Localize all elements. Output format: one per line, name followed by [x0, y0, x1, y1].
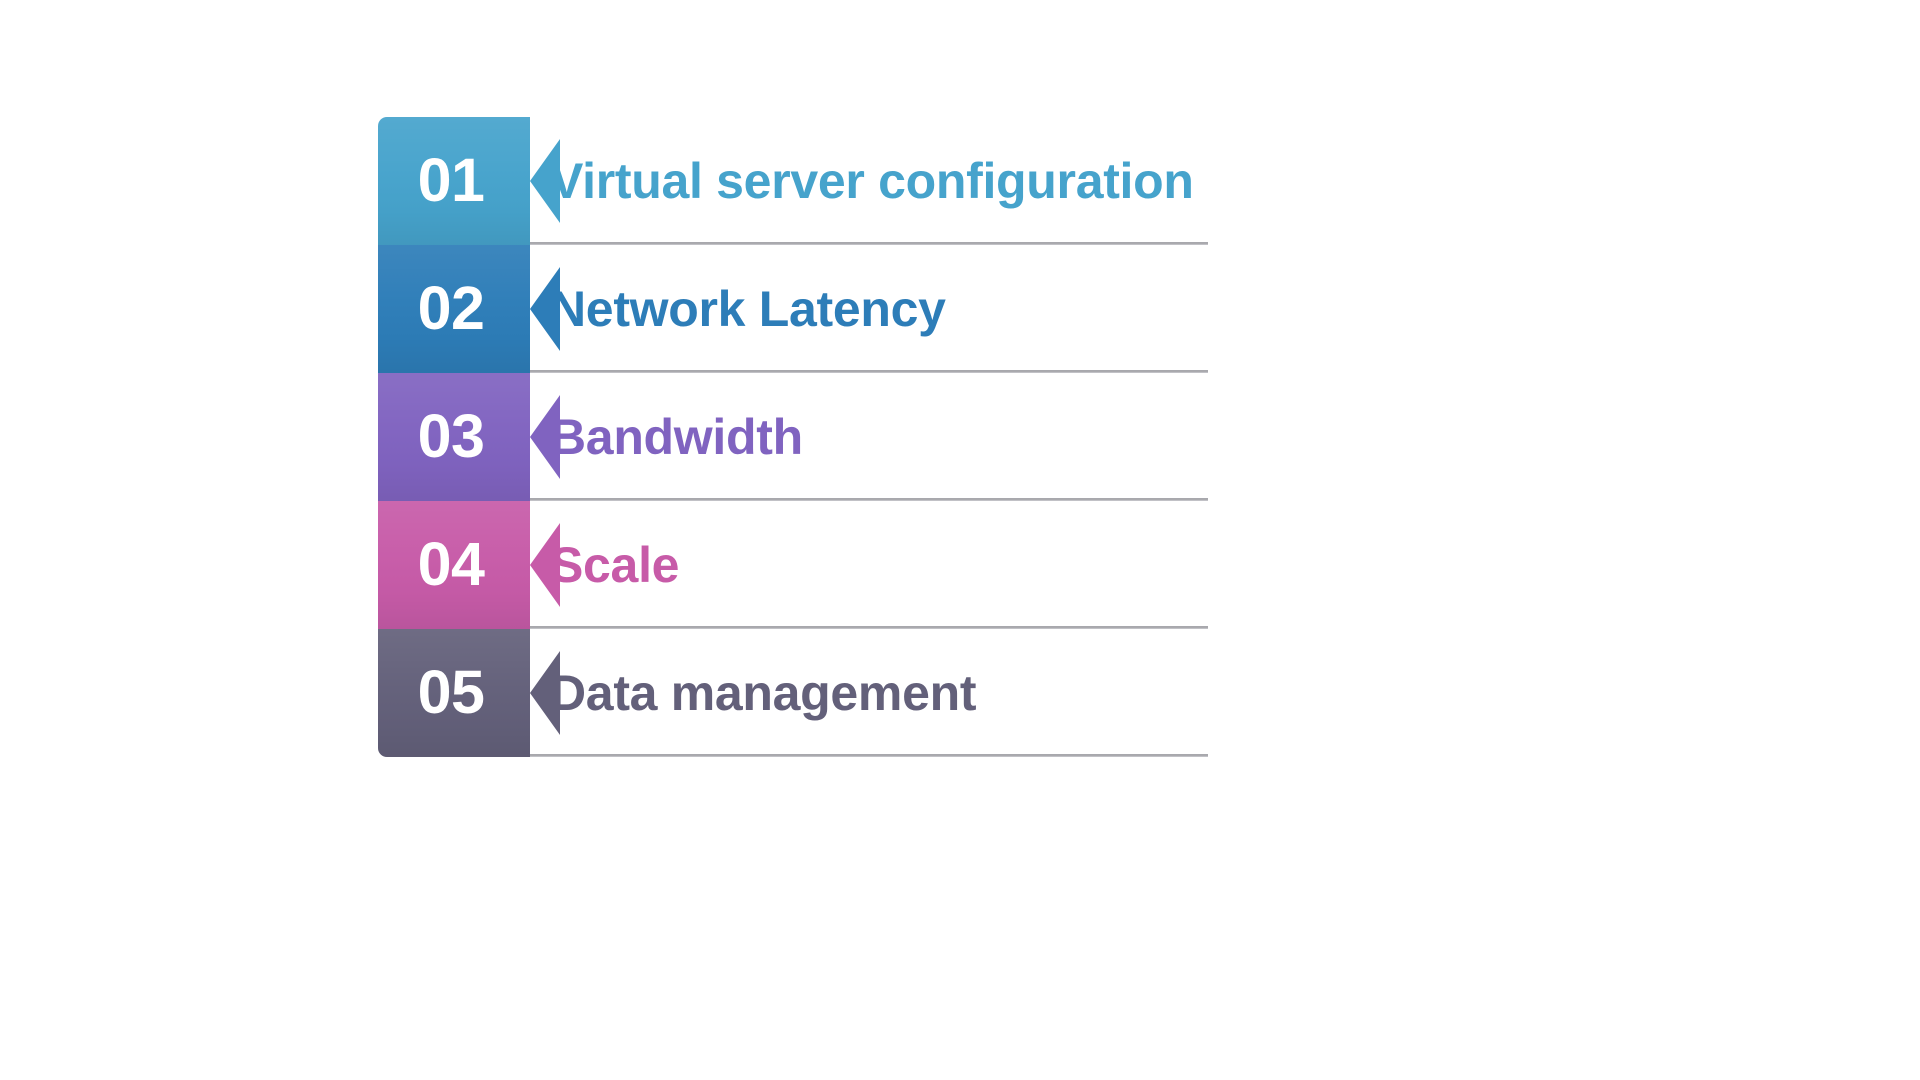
item-number: 03 — [417, 401, 485, 470]
row-divider — [530, 498, 1208, 501]
item-number-badge: 02 — [378, 245, 530, 373]
row-divider — [530, 626, 1208, 629]
item-number: 02 — [417, 273, 485, 342]
list-item[interactable]: 02 Network Latency — [378, 245, 1208, 373]
item-label: Data management — [550, 665, 977, 721]
row-divider — [530, 754, 1208, 757]
list-item[interactable]: 01 Virtual server configuration — [378, 117, 1208, 245]
item-label: Virtual server configuration — [550, 153, 1194, 209]
item-label: Scale — [550, 537, 680, 593]
list-item[interactable]: 05 Data management — [378, 629, 1208, 757]
item-label: Network Latency — [550, 281, 946, 337]
item-number: 01 — [417, 145, 485, 214]
item-number: 05 — [417, 657, 485, 726]
item-number-badge: 03 — [378, 373, 530, 501]
item-number-badge: 05 — [378, 629, 530, 757]
list-item[interactable]: 03 Bandwidth — [378, 373, 1208, 501]
item-number: 04 — [417, 529, 485, 598]
item-number-badge: 01 — [378, 117, 530, 245]
row-divider — [530, 370, 1208, 373]
numbered-list: 01 Virtual server configuration 02 Network … — [378, 117, 1208, 757]
item-number-badge: 04 — [378, 501, 530, 629]
row-divider — [530, 242, 1208, 245]
item-label: Bandwidth — [550, 409, 803, 465]
list-item[interactable]: 04 Scale — [378, 501, 1208, 629]
